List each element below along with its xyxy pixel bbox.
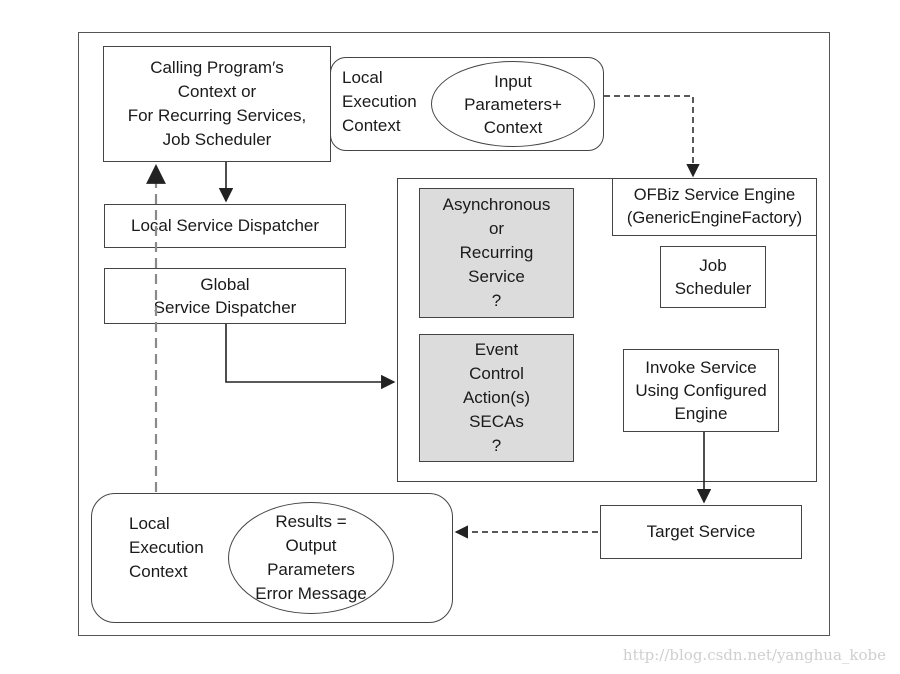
ofbiz-service-engine: OFBiz Service Engine (GenericEngineFacto… (612, 178, 817, 236)
watermark: http://blog.csdn.net/yanghua_kobe (622, 646, 886, 664)
results-line-4: Error Message (255, 584, 367, 603)
input-parameters-ellipse: Input Parameters+ Context (431, 61, 595, 147)
target-service: Target Service (600, 505, 802, 559)
local-context-bottom-label: Local Execution Context (129, 512, 204, 584)
calling-context-line-2: Context or (177, 82, 257, 101)
async-line-5: ? (491, 291, 502, 310)
calling-context-line-4: Job Scheduler (162, 130, 272, 149)
local-context-bottom-label-2: Execution (129, 538, 204, 557)
arrow-input-to-engine (604, 95, 700, 178)
job-scheduler: Job Scheduler (660, 246, 766, 308)
local-service-dispatcher: Local Service Dispatcher (104, 204, 346, 248)
event-control-actions: Event Control Action(s) SECAs ? (419, 334, 574, 462)
local-context-top-label-2: Execution (342, 92, 417, 111)
invoke-line-3: Engine (674, 404, 728, 423)
eca-line-4: SECAs (469, 412, 524, 431)
input-ellipse-line-3: Context (483, 117, 543, 137)
async-line-4: Service (468, 267, 525, 286)
input-ellipse-line-1: Input (494, 71, 532, 91)
eca-line-3: Action(s) (462, 388, 531, 407)
results-line-1: Results = (275, 512, 347, 531)
job-scheduler-line-2: Scheduler (674, 279, 752, 298)
job-scheduler-line-1: Job (699, 256, 727, 275)
invoke-service: Invoke Service Using Configured Engine (623, 349, 779, 432)
async-recurring-service: Asynchronous or Recurring Service ? (419, 188, 574, 318)
async-line-1: Asynchronous (442, 195, 551, 214)
input-ellipse-line-2: Parameters+ (464, 94, 562, 114)
async-line-2: or (488, 219, 505, 238)
local-context-bottom-label-3: Context (129, 562, 188, 581)
results-ellipse: Results = Output Parameters Error Messag… (228, 502, 394, 614)
engine-line-2: (GenericEngineFactory) (626, 209, 803, 227)
eca-line-1: Event (474, 340, 519, 359)
diagram-frame (78, 32, 830, 636)
local-context-bottom-label-1: Local (129, 514, 170, 533)
calling-context-line-1: Calling Program′s (150, 58, 284, 77)
results-line-2: Output (285, 536, 337, 555)
eca-line-2: Control (469, 364, 524, 383)
global-dispatcher-line-2: Service Dispatcher (153, 298, 297, 317)
async-line-3: Recurring (459, 243, 534, 262)
invoke-line-1: Invoke Service (645, 358, 757, 377)
local-dispatcher-label: Local Service Dispatcher (130, 216, 320, 235)
global-service-dispatcher: Global Service Dispatcher (104, 268, 346, 324)
calling-context-line-3: For Recurring Services, (127, 106, 307, 125)
invoke-line-2: Using Configured (635, 381, 767, 400)
local-context-top-label: Local Execution Context (342, 66, 417, 138)
arrow-global-to-engine (225, 324, 396, 390)
target-service-label: Target Service (646, 522, 756, 541)
engine-line-1: OFBiz Service Engine (633, 186, 796, 204)
results-line-3: Parameters (267, 560, 355, 579)
eca-line-5: ? (491, 436, 502, 455)
local-context-top-label-1: Local (342, 68, 383, 87)
calling-program-context: Calling Program′s Context or For Recurri… (103, 46, 331, 162)
global-dispatcher-line-1: Global (200, 275, 250, 294)
local-context-top-label-3: Context (342, 116, 401, 135)
